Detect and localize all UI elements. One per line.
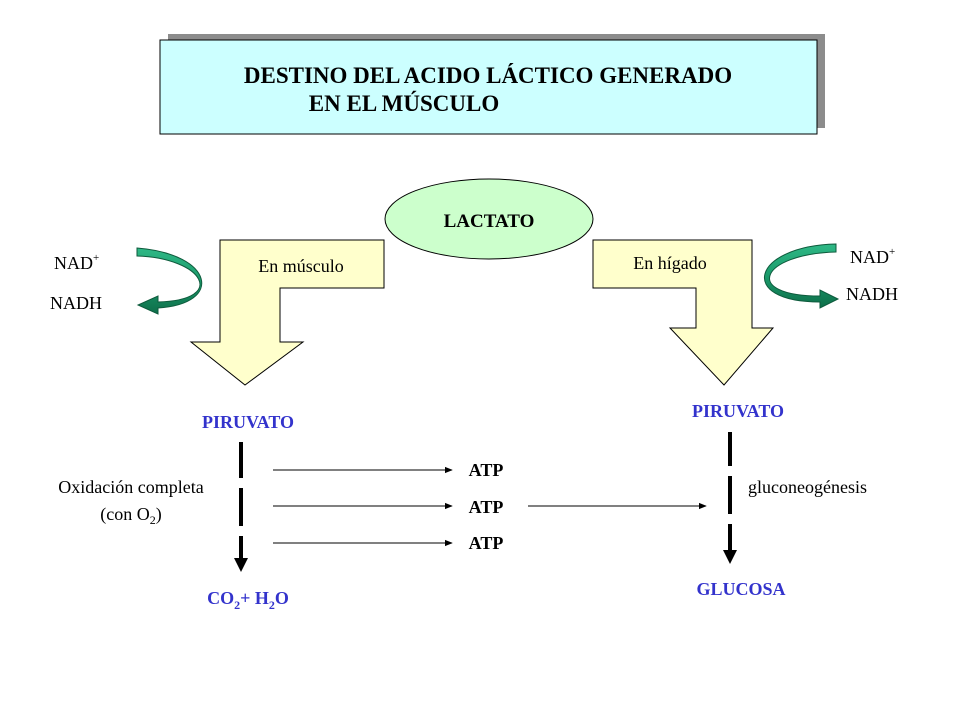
atp-arrows <box>273 466 707 547</box>
left-cofactor-arrow: NAD+ NADH <box>50 247 203 315</box>
lactate-ellipse <box>384 178 594 260</box>
muscle-block-arrow: En músculo <box>189 239 385 386</box>
left-end-product: CO2+ H2O <box>207 588 289 612</box>
right-curved-arrow-icon <box>763 243 840 309</box>
left-nadh-label: NADH <box>50 293 102 313</box>
right-cofactor-arrow: NAD+ NADH <box>763 243 898 309</box>
oxidation-label-line-2: (con O2) <box>100 504 161 527</box>
lactate-label: LACTATO <box>444 211 535 232</box>
atp-label-1: ATP <box>469 460 504 480</box>
liver-block-arrow: En hígado <box>592 239 775 386</box>
oxidation-label-line-1: Oxidación completa <box>58 477 203 497</box>
left-pyruvate-label: PIRUVATO <box>202 412 294 432</box>
left-nad-label: NAD+ <box>54 252 99 273</box>
left-oxidation-pathway <box>234 442 248 572</box>
atp-label-2: ATP <box>469 497 504 517</box>
right-nadh-label: NADH <box>846 284 898 304</box>
title-line-2: EN EL MÚSCULO <box>309 91 499 116</box>
glucose-label: GLUCOSA <box>696 579 785 599</box>
atp-label-3: ATP <box>469 533 504 553</box>
left-pathway-arrowhead <box>234 558 248 572</box>
left-curved-arrow-icon <box>136 247 203 315</box>
right-nad-label: NAD+ <box>850 246 895 267</box>
title-box-panel <box>159 39 818 135</box>
lactate-node: LACTATO <box>384 178 594 260</box>
right-pyruvate-label: PIRUVATO <box>692 401 784 421</box>
liver-arrow-shape <box>592 239 775 386</box>
muscle-arrow-shape <box>189 239 385 386</box>
muscle-arrow-label: En músculo <box>258 256 344 276</box>
liver-arrow-label: En hígado <box>633 253 707 273</box>
right-gluconeogenesis-pathway <box>723 432 737 564</box>
gluconeogenesis-label: gluconeogénesis <box>748 477 867 497</box>
right-pathway-arrowhead <box>723 550 737 564</box>
title-box: DESTINO DEL ACIDO LÁCTICO GENERADO EN EL… <box>159 34 825 135</box>
title-line-1: DESTINO DEL ACIDO LÁCTICO GENERADO <box>244 63 732 88</box>
